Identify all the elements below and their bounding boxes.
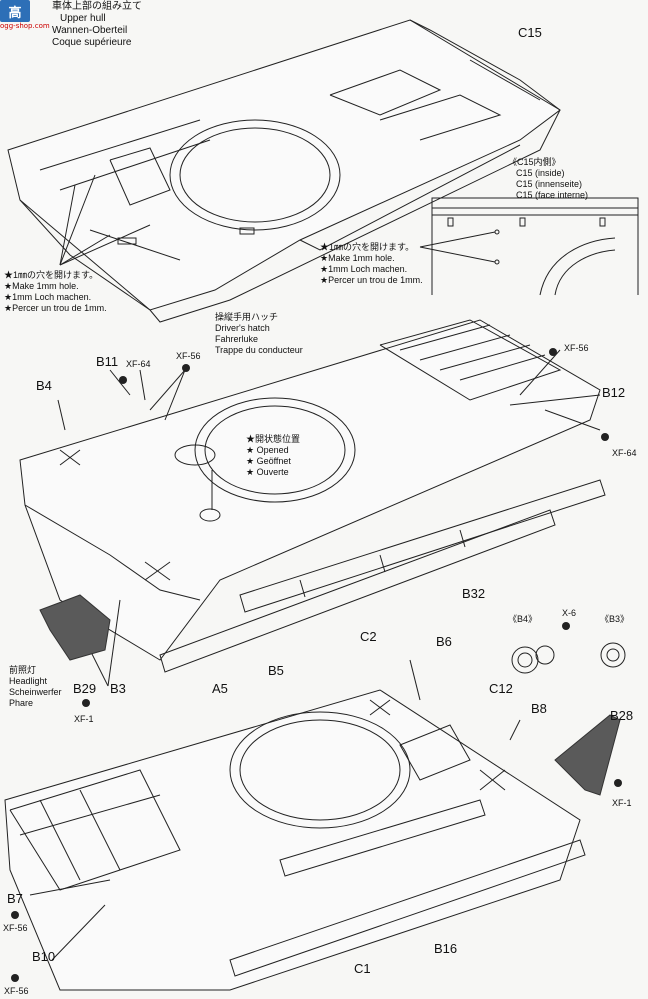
label-b16: B16 [434,941,458,956]
label-xf1-a: XF-1 [74,714,94,724]
label-a5: A5 [212,681,228,696]
headlight-jp: 前照灯 [9,665,37,675]
hole-note-right-1: ★1㎜の穴を開けます。 [320,242,415,252]
open-note-jp: ★開状態位置 [246,434,301,444]
label-b32: B32 [462,586,486,601]
label-xf1-b: XF-1 [612,798,632,808]
hole-note-left-2: ★Make 1mm hole. [4,281,79,291]
upper-hull-part-c15 [7,19,561,323]
hatch-label-de: Fahrerluke [215,334,259,344]
label-xf56-c: XF-56 [3,923,28,933]
hatch-label-en: Driver's hatch [215,323,270,333]
headlight-guard-b28 [554,714,621,796]
hole-note-left-4: ★Percer un trou de 1mm. [4,303,107,313]
lower-hull-assembly [4,659,586,991]
hole-note-right-2: ★Make 1mm hole. [320,253,395,263]
title-de: Wannen-Oberteil [52,25,128,36]
open-note-fr: ★ Ouverte [246,467,289,477]
label-b5: B5 [268,663,284,678]
label-xf64-b: XF-64 [612,448,637,458]
label-b12: B12 [602,385,626,400]
label-b11: B11 [96,354,119,369]
label-c15: C15 [518,25,542,40]
label-c1: C1 [354,961,371,976]
b4-b3-detail [511,642,626,674]
open-note-en: ★ Opened [246,445,289,455]
label-xf56-a: XF-56 [176,351,201,361]
label-b28: B28 [610,708,634,723]
headlight-de: Scheinwerfer [9,687,62,697]
label-c2: C2 [360,629,377,644]
headlight-guard-b29 [39,594,111,661]
title-fr: Coque supérieure [52,37,132,48]
inset-line-3: C15 (face interne) [516,190,589,200]
label-b29: B29 [73,681,97,696]
label-b10: B10 [32,949,56,964]
label-b4: B4 [36,378,52,393]
title-en: Upper hull [60,13,106,24]
inset-line-2: C15 (innenseite) [516,179,583,189]
open-note-de: ★ Geöffnet [246,456,291,466]
hole-note-right-4: ★Percer un trou de 1mm. [320,275,423,285]
inset-title: 《C15内側》 [508,157,561,167]
label-b4-bracket: 《B4》 [508,614,538,624]
inset-c15-inside [419,197,639,296]
label-b8: B8 [531,701,547,716]
hole-note-right-3: ★1mm Loch machen. [320,264,408,274]
site-url-watermark: ogg-shop.com [0,22,50,30]
label-x6: X-6 [562,608,577,618]
label-xf56-d: XF-56 [4,986,29,996]
hatch-label-jp: 操縦手用ハッチ [215,312,279,322]
title-jp: 車体上部の組み立て [52,1,142,12]
label-b3: B3 [110,681,126,696]
label-b7: B7 [7,891,23,906]
hole-note-left-1: ★1㎜の穴を開けます。 [4,270,99,280]
site-logo-badge: 高 [0,0,30,22]
label-c12: C12 [489,681,513,696]
label-b3-bracket: 《B3》 [600,614,630,624]
hatch-label-fr: Trappe du conducteur [215,345,303,355]
hole-note-left-3: ★1mm Loch machen. [4,292,92,302]
label-xf56-b: XF-56 [564,343,589,353]
inset-line-1: C15 (inside) [516,168,565,178]
label-b6: B6 [436,634,452,649]
headlight-fr: Phare [9,698,34,708]
label-xf64-a: XF-64 [126,359,151,369]
middle-hull-assembly [19,319,606,687]
headlight-en: Headlight [9,676,48,686]
